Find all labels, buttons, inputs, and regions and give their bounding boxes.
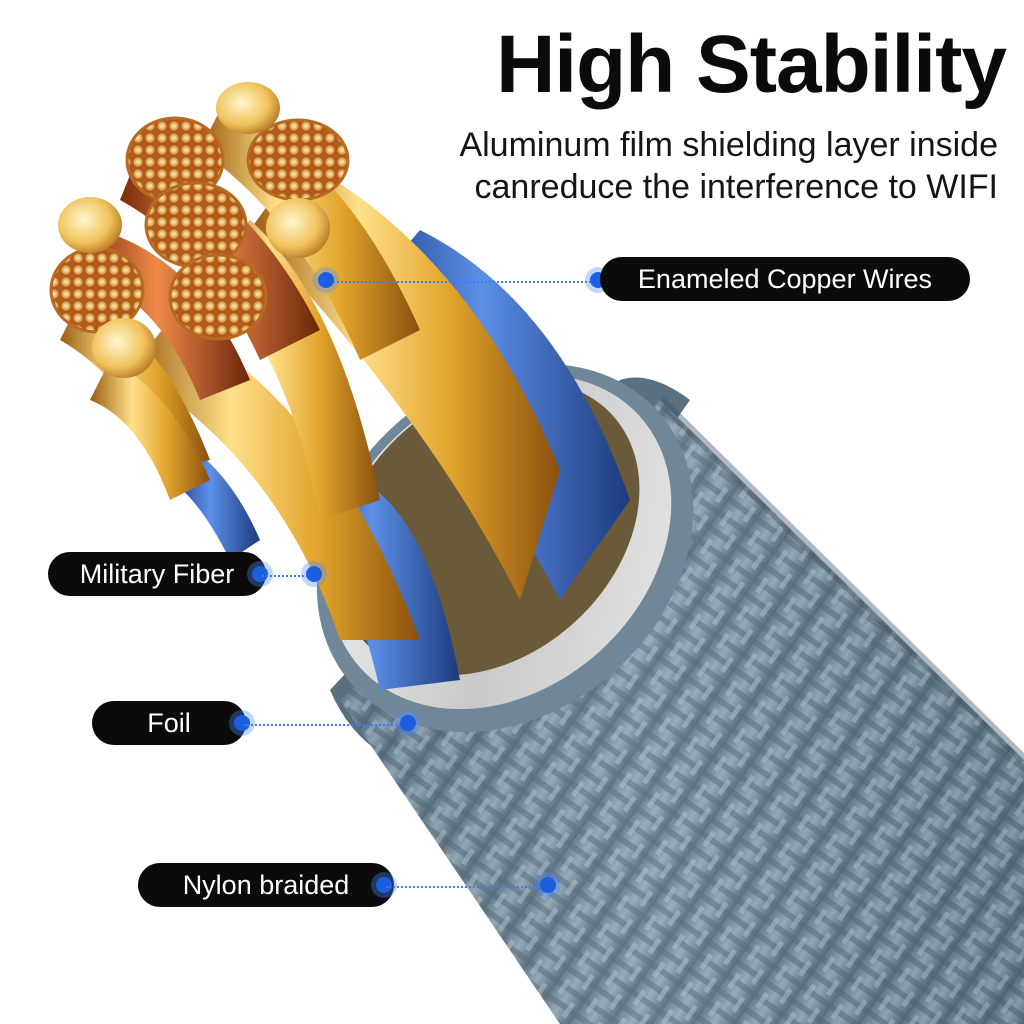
- polished-wire-tips: [58, 82, 330, 378]
- foil-label: Foil: [92, 701, 246, 745]
- foil-leader-line: [244, 724, 408, 726]
- military-target-dot: [306, 566, 322, 582]
- nylon-braided-label: Nylon braided: [138, 863, 394, 907]
- military-leader-line: [262, 575, 312, 577]
- page-title: High Stability: [496, 19, 1007, 110]
- military-label-dot: [252, 566, 268, 582]
- nylon-label-dot: [376, 877, 392, 893]
- enameled-copper-wires-label: Enameled Copper Wires: [600, 257, 970, 301]
- foil-label-dot: [234, 715, 250, 731]
- stranded-wire-ends: [49, 116, 350, 341]
- subtitle-line-2: canreduce the interference to WIFI: [474, 168, 998, 206]
- military-fiber-label: Military Fiber: [48, 552, 266, 596]
- page-subtitle: Aluminum film shielding layer inside can…: [398, 124, 998, 208]
- nylon-leader-line: [386, 886, 542, 888]
- subtitle-line-1: Aluminum film shielding layer inside: [459, 126, 998, 164]
- enameled-leader-line: [326, 281, 598, 283]
- enameled-target-dot: [318, 272, 334, 288]
- nylon-target-dot: [540, 877, 556, 893]
- foil-target-dot: [400, 715, 416, 731]
